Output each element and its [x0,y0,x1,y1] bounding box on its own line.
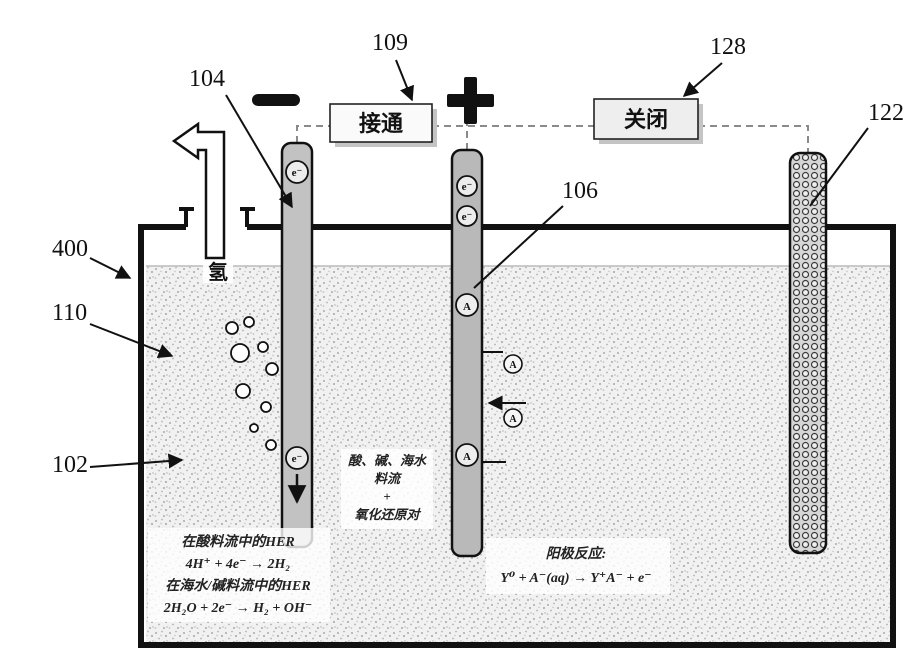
tank-rim-left-tick [179,207,194,227]
leader-104 [225,94,293,209]
label-106: 106 [562,178,598,204]
bubble [265,439,277,451]
species-circle [455,293,479,317]
electron-label: e⁻ [292,167,303,179]
stream-note: 酸、碱、海水 料流 + 氧化还原对 [341,449,433,529]
plus-horizontal-bar [447,94,494,107]
leader-110 [89,323,174,359]
tank-rim-right-tick [240,207,255,227]
switch-on-label: 接通 [359,111,403,136]
species-label: A [463,451,471,463]
reference-labels: 400 110 102 104 109 106 128 122 [52,30,904,478]
bubble [243,316,255,328]
anode-note-line: 阳极反应: [546,545,607,562]
stream-note-line: + [383,489,390,504]
her-note-line: 2H₂O + 2e⁻ → H₂ + OH⁻ [163,601,313,616]
leader-106 [473,205,564,289]
gas-label-backing [203,261,233,283]
bubbles [225,316,279,451]
porous-electrode [788,151,828,555]
switch-off-frame [593,98,699,140]
cathode-electrode: e⁻ e⁻ [280,141,314,549]
leader-102 [89,453,184,469]
bubble [257,341,269,353]
bubble [235,383,251,399]
label-110: 110 [52,300,87,326]
bubble [260,401,272,413]
leader-128 [682,62,723,97]
anode-electrode: e⁻ e⁻ A A A A [450,148,526,558]
switch-on-frame [329,103,433,143]
species-label: A [509,414,517,425]
gas-outlet-arrow [171,121,226,260]
stream-note-line: 氧化还原对 [354,507,421,522]
label-104: 104 [189,66,225,92]
gas-label: 氢 [208,260,228,284]
gas-outlet-pipe: 氢 [171,121,233,284]
label-400: 400 [52,236,88,262]
species-label: A [509,360,517,371]
bubble [249,423,259,433]
species-circle [455,443,479,467]
leader-109 [395,59,414,102]
electron-circle [285,446,309,470]
species-label: A [463,301,471,313]
her-note-line: 在海水/碱料流中的HER [165,577,310,594]
electron-circle [456,175,478,197]
wire-cathode-to-switch [296,125,330,143]
leader-400 [89,257,132,279]
negative-terminal-icon [252,94,300,106]
stream-note-backing [341,449,433,529]
label-102: 102 [52,452,88,478]
switch-on-box: 接通 [329,103,437,147]
positive-terminal-icon [447,77,494,124]
anode-note-line: Y⁰ + A⁻(aq) → Y⁺A⁻ + e⁻ [500,571,651,586]
species-circle [503,408,523,428]
bubble [225,321,239,335]
electron-label: e⁻ [292,453,303,465]
her-note-line: 在酸料流中的HER [181,533,295,550]
tank [138,207,896,648]
electron-circle [456,205,478,227]
stream-note-line: 酸、碱、海水 [348,453,427,468]
leader-122 [809,127,869,207]
switch-off-box: 关闭 [593,98,703,144]
label-109: 109 [372,30,408,56]
label-128: 128 [710,34,746,60]
tank-wall [138,224,896,648]
her-note-backing [148,528,330,622]
anode-note-backing [486,538,670,594]
her-note-line: 4H⁺ + 4e⁻ → 2H₂ [185,557,291,572]
electron-circle [285,160,309,184]
her-note: 在酸料流中的HER 4H⁺ + 4e⁻ → 2H₂ 在海水/碱料流中的HER 2… [148,528,330,622]
electron-label: e⁻ [462,211,473,223]
species-circle [503,354,523,374]
wire-switch-to-electrode [698,125,809,155]
bubble [265,362,279,376]
electron-label: e⁻ [462,181,473,193]
switch-off-label: 关闭 [624,107,668,132]
stream-note-line: 料流 [374,471,402,486]
label-122: 122 [868,100,904,126]
bubble [230,343,250,363]
anode-note: 阳极反应: Y⁰ + A⁻(aq) → Y⁺A⁻ + e⁻ [486,538,670,594]
